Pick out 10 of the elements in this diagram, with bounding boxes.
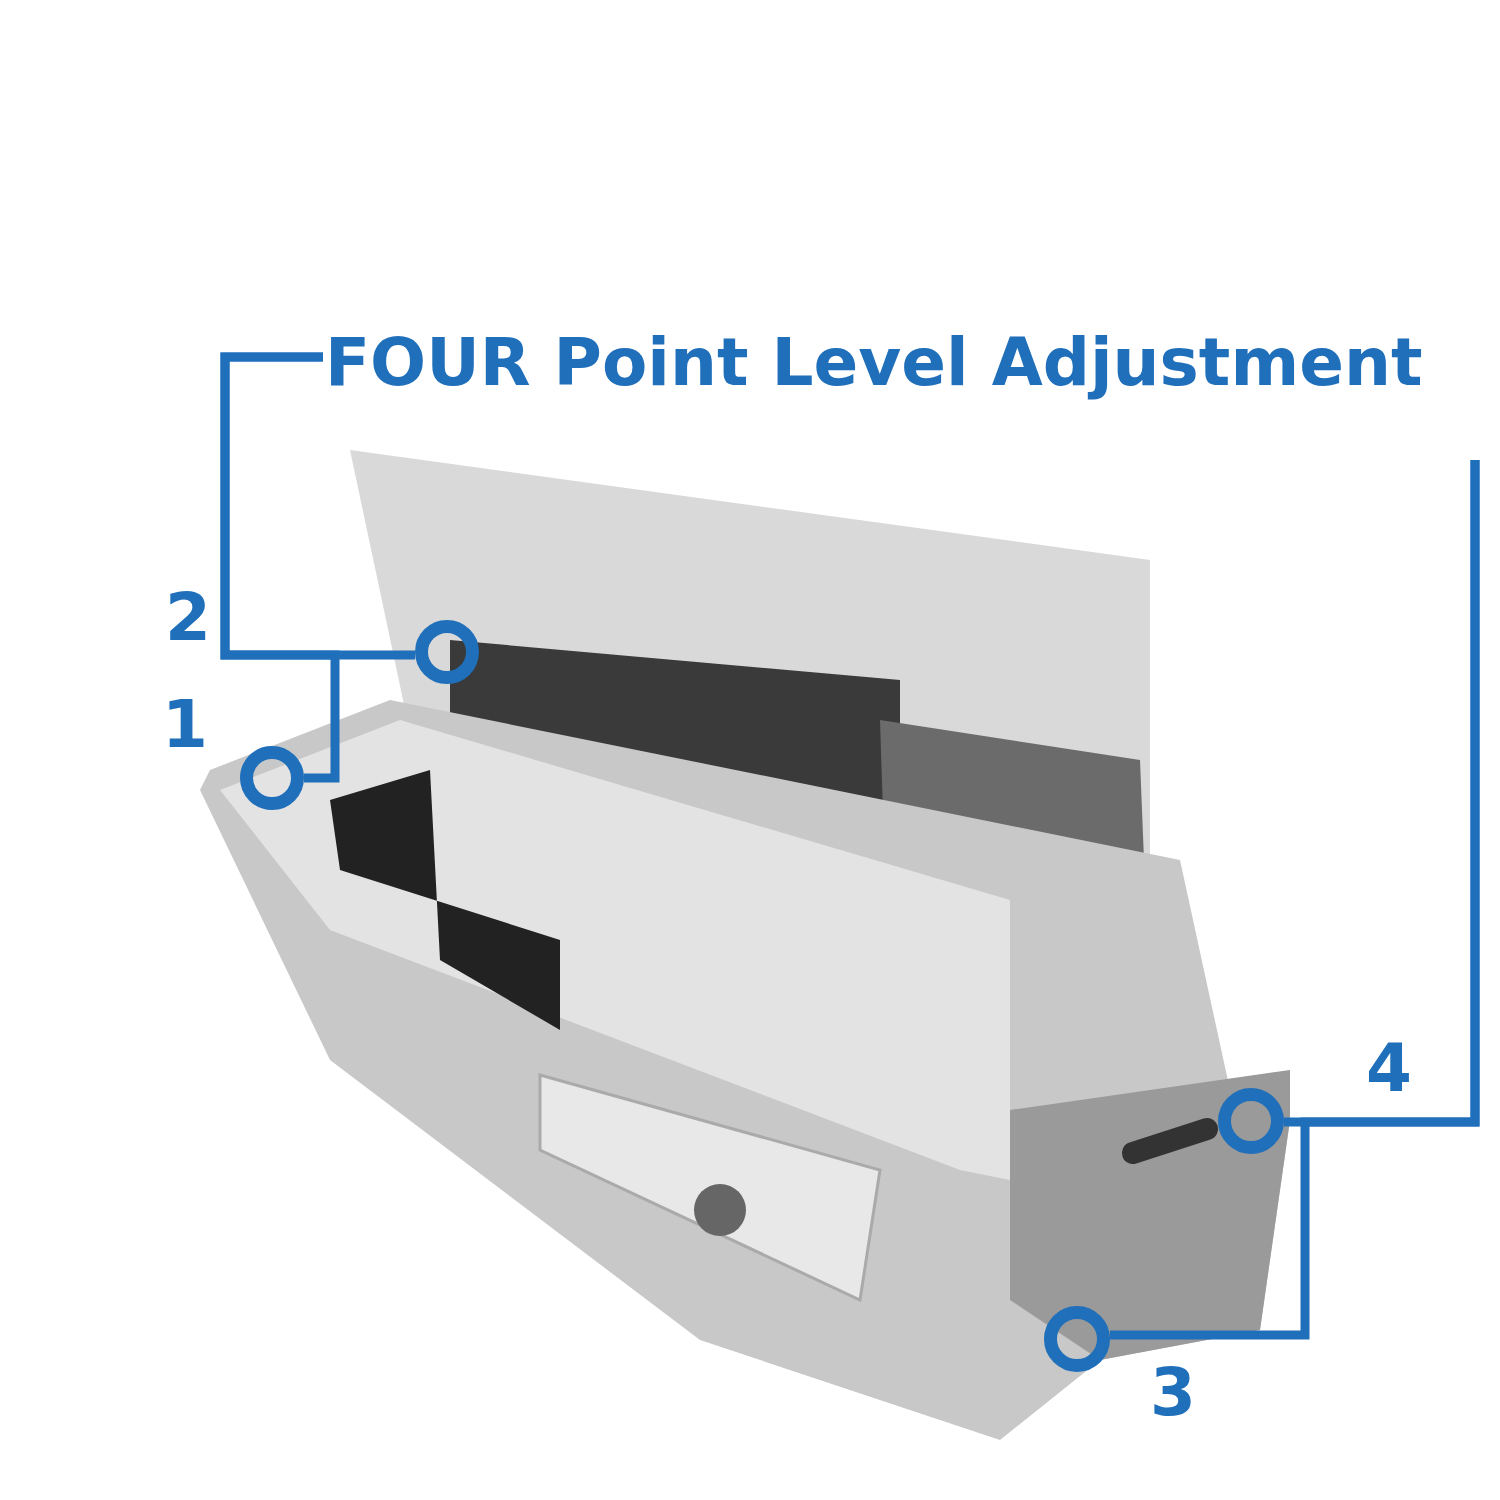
callout-number: 1 [162, 692, 208, 758]
leader-line [1110, 460, 1480, 1340]
callout-number: 2 [165, 585, 211, 651]
callout-ring [415, 620, 479, 684]
callout-ring [240, 746, 304, 810]
callout-number: 3 [1150, 1360, 1196, 1426]
leader-line [220, 352, 415, 660]
callout-number: 4 [1366, 1036, 1412, 1102]
callout-ring [1044, 1306, 1110, 1372]
callout-ring [1218, 1088, 1284, 1154]
